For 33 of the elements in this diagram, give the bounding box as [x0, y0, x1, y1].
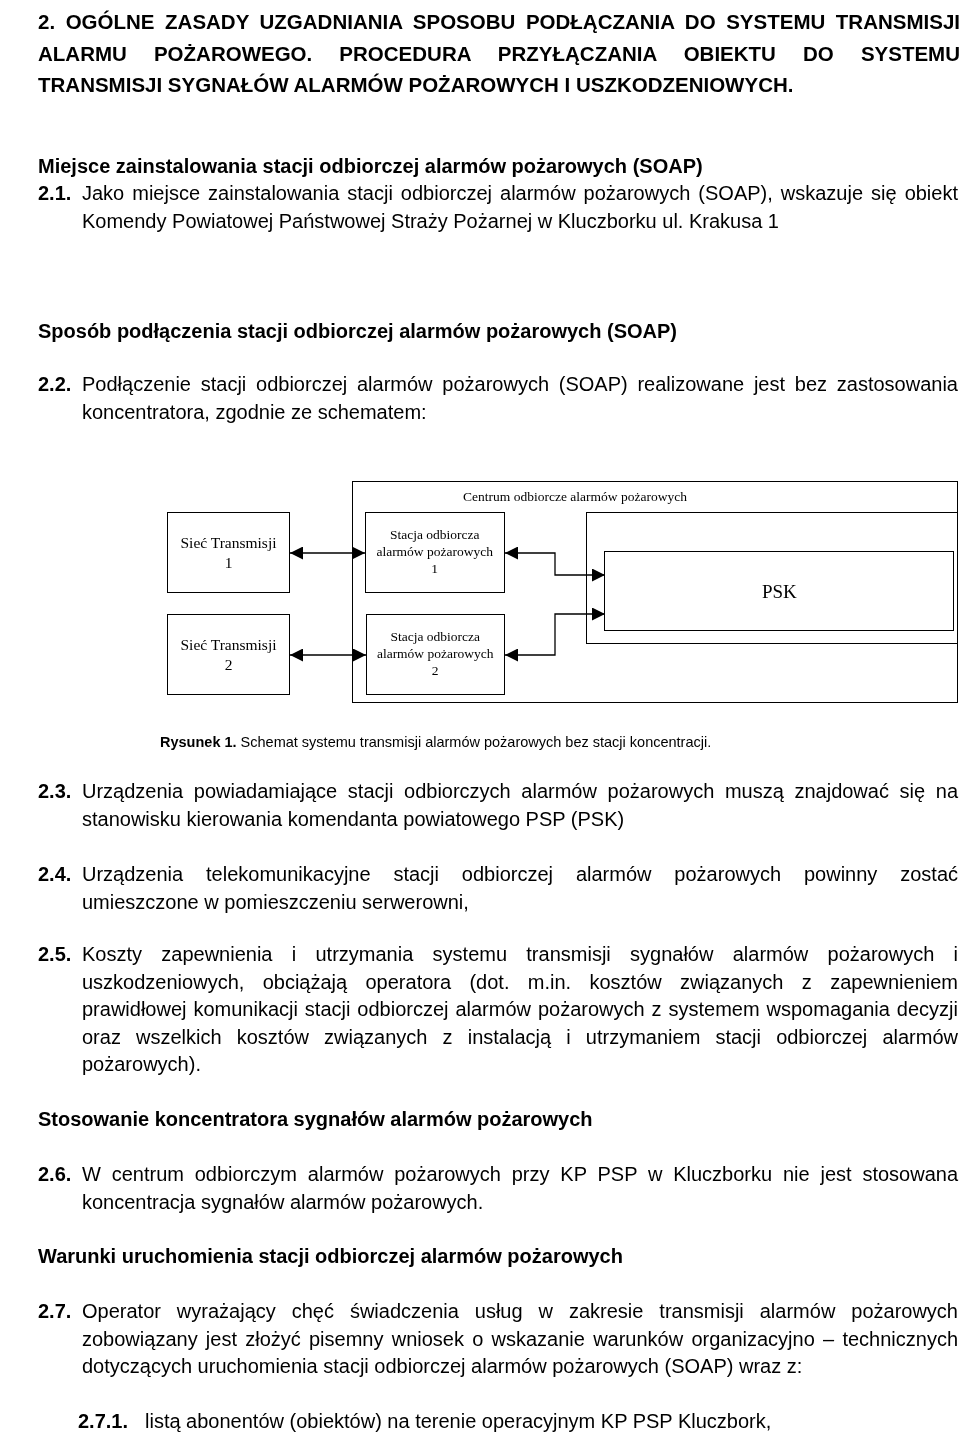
- paragraph: listą abonentów (obiektów) na terenie operacyjnym KP PSP Kluczbork,: [145, 1409, 773, 1434]
- arrow: [289, 546, 366, 560]
- figure-caption: Rysunek 1. Schemat systemu transmisji alarmów pożarowych bez stacji koncentracji.: [160, 733, 712, 752]
- group-frame: Centrum odbiorcze alarmów pożarowych Stacja odbiorcza alarmów pożarowych 1 PSK Stacja odbiorcza alarmów pożarowych 2: [352, 481, 958, 703]
- process-box: Sieć Transmisji 2: [167, 614, 290, 695]
- paragraph-number: 2.1.: [38, 181, 73, 206]
- paragraph: Urządzenia telekomunikacyjne stacji odbiorczej alarmów pożarowych powinny zostać umieszczone w pomieszczeniu serwerowni,: [82, 862, 958, 915]
- arrow: [504, 546, 606, 582]
- process-box: Stacja odbiorcza alarmów pożarowych 2: [365, 613, 505, 695]
- paragraph-number: 2.5.: [38, 942, 73, 967]
- paragraph-number: 2.7.: [38, 1299, 73, 1324]
- paragraph-number: 2.6.: [38, 1162, 73, 1187]
- paragraph: Jako miejsce zainstalowania stacji odbiorczej alarmów pożarowych (SOAP), wskazuje się obiekt Komendy Powiatowej Państwowej Straży Pożarnej w Kluczborku ul. Krakusa 1: [82, 181, 958, 234]
- paragraph: Koszty zapewnienia i utrzymania systemu transmisji sygnałów alarmów pożarowych i uszkodzeniowych, obciążają operatora (dot. m.in. kosztów związanych z zapewnieniem prawidłowej komunikacji stacji odbiorczej alarmów pożarowych z systemem wspomagania decyzji oraz wszelkich kosztów związanych z instalacją i utrzymaniem stacji odbiorczej alarmów pożarowych).: [82, 942, 958, 1077]
- section-heading: Sposób podłączenia stacji odbiorczej alarmów pożarowych (SOAP): [38, 319, 678, 344]
- paragraph-number: 2.3.: [38, 779, 73, 804]
- paragraph: W centrum odbiorczym alarmów pożarowych przy KP PSP w Kluczborku nie jest stosowana koncentracja sygnałów alarmów pożarowych.: [82, 1162, 958, 1215]
- paragraph-number: 2.7.1.: [78, 1409, 130, 1434]
- section-heading: Stosowanie koncentratora sygnałów alarmów pożarowych: [38, 1107, 594, 1132]
- paragraph-number: 2.2.: [38, 372, 73, 397]
- process-box: PSK: [604, 551, 955, 632]
- outer-box: [585, 511, 958, 644]
- paragraph-number: 2.4.: [38, 862, 73, 887]
- arrow: [504, 607, 606, 662]
- section-heading: Warunki uruchomienia stacji odbiorczej alarmów pożarowych: [38, 1244, 624, 1269]
- paragraph: Operator wyrażający chęć świadczenia usług w zakresie transmisji alarmów pożarowych zobowiązany jest złożyć pisemny wniosek o wskazanie warunków organizacyjno – technicznych dotyczących uruchomienia stacji odbiorczej alarmów pożarowych (SOAP) wraz z:: [82, 1299, 958, 1379]
- process-box: Stacja odbiorcza alarmów pożarowych 1: [364, 511, 505, 593]
- arrow: [289, 648, 367, 662]
- page-heading: 2. OGÓLNE ZASADY UZGADNIANIA SPOSOBU PODŁĄCZANIA DO SYSTEMU TRANSMISJI ALARMU POŻAROWEGO. PROCEDURA PRZYŁĄCZANIA OBIEKTU DO SYSTEMU TRANSMISJI SYGNAŁÓW ALARMÓW POŻAROWYCH I USZKODZENIOWYCH.: [38, 9, 960, 98]
- paragraph: Podłączenie stacji odbiorczej alarmów pożarowych (SOAP) realizowane jest bez zastosowania koncentratora, zgodnie ze schematem:: [82, 372, 958, 425]
- section-heading: Miejsce zainstalowania stacji odbiorczej alarmów pożarowych (SOAP): [38, 154, 704, 179]
- paragraph: Urządzenia powiadamiające stacji odbiorczych alarmów pożarowych muszą znajdować się na stanowisku kierowania komendanta powiatowego PSP (PSK): [82, 779, 958, 832]
- process-box: Sieć Transmisji 1: [167, 512, 290, 593]
